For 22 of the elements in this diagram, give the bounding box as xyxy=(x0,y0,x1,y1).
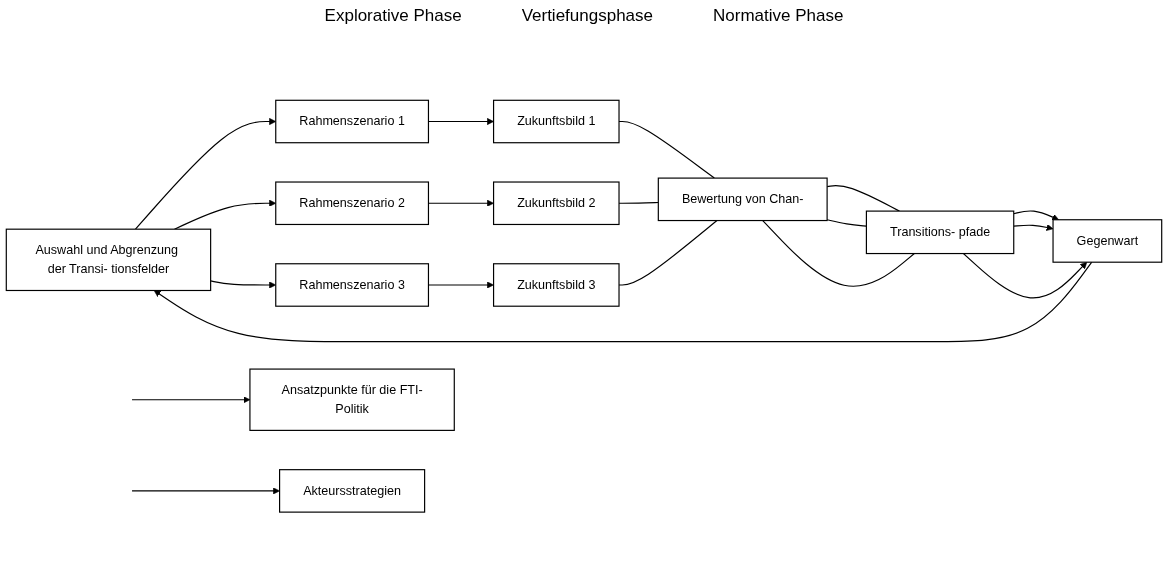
connector xyxy=(826,219,867,227)
node-box: Transitions- pfade xyxy=(865,210,1015,255)
node-box: Bewertung von Chan- xyxy=(657,177,828,222)
node-box: Gegenwart xyxy=(1052,219,1163,264)
node-box: Rahmenszenario 3 xyxy=(275,263,430,308)
phase-label: Explorative Phase xyxy=(324,6,462,27)
node-box: Ansatzpunkte für die FTI-Politik xyxy=(249,368,455,432)
node-box: Zukunftsbild 3 xyxy=(493,263,620,308)
node-box: Rahmenszenario 2 xyxy=(275,181,430,226)
node-box: Zukunftsbild 1 xyxy=(493,100,620,144)
node-box: Zukunftsbild 2 xyxy=(493,181,620,226)
node-box: Auswahl und Abgrenzung der Transi- tionsfelder xyxy=(5,228,212,292)
node-box: Akteursstrategien xyxy=(279,469,426,513)
arrow xyxy=(962,253,1088,299)
node-box: Rahmenszenario 1 xyxy=(275,100,430,144)
arrow xyxy=(131,487,280,495)
arrow xyxy=(1013,210,1059,221)
arrow xyxy=(153,261,1093,343)
phase-label: Vertiefungsphase xyxy=(521,6,653,27)
phase-label: Normative Phase xyxy=(713,6,844,27)
arrow xyxy=(1013,224,1054,232)
connector xyxy=(762,220,915,288)
